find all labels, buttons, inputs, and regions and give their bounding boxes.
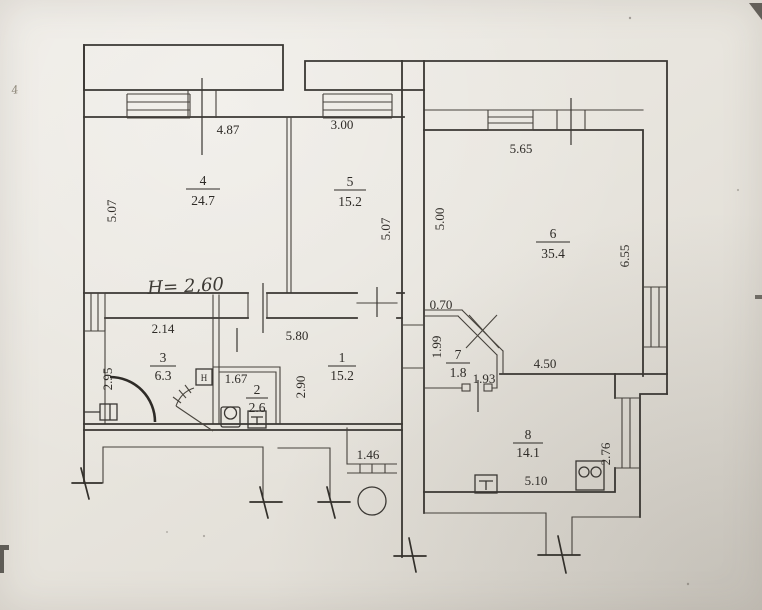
room4-area: 24.7: [191, 193, 215, 208]
dim-top-room4: 4.87: [217, 122, 240, 137]
dimension-ticks: [201, 78, 572, 412]
dim-top-room2: 1.67: [225, 371, 248, 386]
outer-walls: [83, 44, 668, 558]
radiator: [84, 403, 118, 421]
room1-number: 1: [339, 350, 346, 365]
room8-label: 8 14.1: [513, 427, 543, 460]
dim-top-room7: 0.70: [430, 297, 453, 312]
dim-wall-room6-room8: 4.50: [534, 356, 557, 371]
dim-left-room4: 5.07: [104, 199, 119, 222]
room1-label: 1 15.2: [328, 350, 356, 383]
room3-label: 3 6.3: [150, 350, 176, 383]
dim-top-room1: 5.80: [286, 328, 309, 343]
dim-right-room8: 2.76: [598, 442, 613, 465]
doors: [109, 375, 214, 432]
interior-walls: [83, 116, 668, 493]
room2-number: 2: [254, 382, 261, 397]
room6-label: 6 35.4: [536, 226, 570, 261]
scan-artifacts: 4: [0, 3, 762, 586]
room3-number: 3: [160, 350, 167, 365]
wc-sink: [247, 410, 267, 429]
dim-bottom-room7: 1.93: [473, 371, 496, 386]
room6-number: 6: [550, 226, 557, 241]
dim-top-room3: 2.14: [152, 321, 175, 336]
room7-label: 7 1.8: [446, 347, 470, 380]
dim-left-room7: 1.99: [429, 336, 444, 359]
dim-top-room5: 3.00: [331, 117, 354, 132]
room4-number: 4: [200, 173, 207, 188]
room3-area: 6.3: [155, 368, 172, 383]
dim-left-room3: 2.95: [100, 368, 115, 391]
dim-right-room6: 6.55: [617, 245, 632, 268]
dim-left-room1: 2.90: [293, 376, 308, 399]
survey-cross-marks: [71, 467, 581, 574]
room5-number: 5: [347, 174, 354, 189]
room4-label: 4 24.7: [186, 173, 220, 208]
kitchen-sink: [474, 474, 498, 494]
room1-area: 15.2: [330, 368, 354, 383]
room7-area: 1.8: [450, 365, 467, 380]
room2-label: 2 2.6: [246, 382, 268, 415]
washbasin-label: H: [201, 373, 208, 383]
corner-mark-bottom-left: [0, 545, 9, 573]
fixtures: H: [84, 368, 605, 494]
room8-area: 14.1: [516, 445, 540, 460]
room5-area: 15.2: [338, 194, 362, 209]
toilet: [220, 406, 241, 428]
dim-bottom-room8: 5.10: [525, 473, 548, 488]
dim-right-room5: 5.07: [378, 217, 393, 240]
edge-mark-right: [755, 295, 762, 299]
dim-porch: 1.46: [357, 447, 380, 462]
room6-area: 35.4: [541, 246, 565, 261]
windows: [84, 90, 667, 469]
ceiling-height-note: H= 2,60: [146, 274, 225, 299]
room-labels: 4 24.7 5 15.2 6 35.4 3 6.3 2 2.6 1 15.2: [150, 173, 570, 460]
room2-area: 2.6: [249, 400, 266, 415]
pencil-mark: 4: [10, 83, 20, 97]
room5-label: 5 15.2: [334, 174, 366, 209]
gas-column-circle: [357, 486, 387, 516]
room8-number: 8: [525, 427, 532, 442]
entrance-and-balcony-outline: [102, 427, 641, 556]
stove: [575, 460, 605, 491]
dim-top-room6: 5.65: [510, 141, 533, 156]
washbasin: H: [195, 368, 213, 386]
dimension-labels: 4.87 3.00 5.65 5.07 5.07 5.00 6.55 2.14 …: [100, 117, 632, 488]
corner-shadow-top-right: [749, 3, 762, 20]
room7-number: 7: [455, 347, 462, 362]
dim-left-room6: 5.00: [432, 208, 447, 231]
room3-door-arc: [109, 375, 157, 423]
